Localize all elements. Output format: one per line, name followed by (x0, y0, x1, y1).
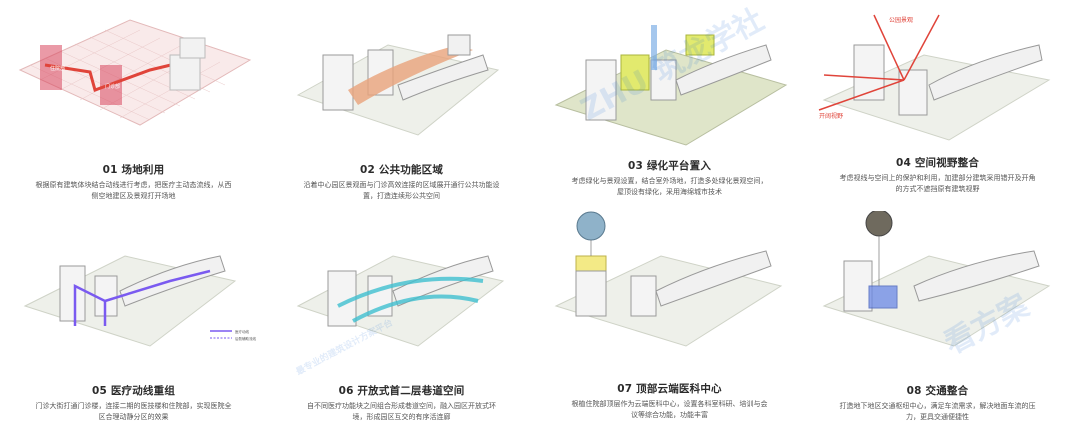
svg-text:开阔视野: 开阔视野 (819, 112, 843, 120)
public-area-diagram (296, 34, 500, 136)
panel-description: 考虑绿化与景观设置，结合室外场地，打造多处绿化景观空间，屋顶设有绿化，采用海绵城… (571, 177, 768, 196)
panel-description: 自不同医疗功能块之间组合形成巷道空间，融入园区开放式环境，形成园区互交的有序活连… (307, 402, 496, 421)
panel-title: 02 公共功能区域 (359, 164, 444, 176)
panel-title: 04 空间视野整合 (895, 157, 980, 169)
panel-07-cloud-center: 07 顶部云端医科中心 根植住院部顶层作为云端医科中心，设置各科室科研、培训与会… (536, 211, 803, 422)
panel-04-view-integration: 公园景观 开阔视野 04 空间视野整合 考虑视线与空间上的保护和利用，加建部分建… (804, 0, 1071, 211)
svg-text:住院部: 住院部 (50, 65, 65, 72)
panel-08-traffic-integration: 08 交通整合 打造地下地区交通枢纽中心，满足车流需求，解决地面车流的压力，更具… (804, 211, 1071, 422)
traffic-integration-diagram (822, 211, 1051, 347)
svg-text:医疗动线: 医疗动线 (235, 329, 249, 334)
panel-title: 01 场地利用 (102, 164, 165, 176)
panel-title: 06 开放式首二层巷道空间 (338, 385, 465, 397)
panel-03-green-platform: 03 绿化平台置入 考虑绿化与景观设置，结合室外场地，打造多处绿化景观空间，屋顶… (536, 0, 803, 211)
panel-01-site-use: 住院部 门诊部 01 场地利用 根据原有建筑体块结合动线进行考虑，把医疗主动态流… (0, 0, 267, 211)
panel-description: 打造地下地区交通枢纽中心，满足车流需求，解决地面车流的压力，更具交通便捷性 (839, 402, 1036, 421)
panel-06-open-lanes: 06 开放式首二层巷道空间 自不同医疗功能块之间组合形成巷道空间，融入园区开放式… (268, 211, 535, 422)
open-lanes-diagram (296, 255, 505, 347)
panel-description: 门诊大街打通门诊楼，连接二期的医技楼和住院部，实现医院全区合理动静分区的效果 (35, 402, 232, 421)
svg-text:公园景观: 公园景观 (889, 17, 913, 24)
svg-text:门诊部: 门诊部 (105, 83, 120, 90)
view-integration-diagram: 公园景观 开阔视野 (818, 14, 1051, 141)
green-platform-diagram (554, 25, 788, 146)
panel-description: 根据原有建筑体块结合动线进行考虑，把医疗主动态流线，从西侧空地建区及景观打开场地 (35, 181, 232, 200)
panel-title: 05 医疗动线重组 (91, 385, 176, 397)
panel-description: 沿着中心园区景观面与门诊高效连接的区域展开通行公共功能设置，打造连续形公共空间 (303, 181, 500, 200)
panel-description: 根植住院部顶层作为云端医科中心，设置各科室科研、培训与会议等综合功能，功能丰富 (571, 400, 768, 419)
panel-description: 考虑视线与空间上的保护和利用，加建部分建筑采用错开及开角的方式不遮挡原有建筑视野 (839, 174, 1036, 193)
svg-text:后勤辅助流线: 后勤辅助流线 (235, 336, 256, 341)
panel-02-public-area: 02 公共功能区域 沿着中心园区景观面与门诊高效连接的区域展开通行公共功能设置，… (268, 0, 535, 211)
site-use-diagram: 住院部 门诊部 (18, 19, 252, 126)
panel-title: 07 顶部云端医科中心 (617, 383, 722, 395)
panel-title: 03 绿化平台置入 (627, 160, 712, 172)
panel-title: 08 交通整合 (906, 385, 969, 397)
cloud-center-diagram (554, 211, 783, 347)
panel-05-medical-circulation: 医疗动线 后勤辅助流线 05 医疗动线重组 门诊大街打通门诊楼，连接二期的医技楼… (0, 211, 267, 422)
medical-circulation-diagram: 医疗动线 后勤辅助流线 (23, 255, 256, 347)
